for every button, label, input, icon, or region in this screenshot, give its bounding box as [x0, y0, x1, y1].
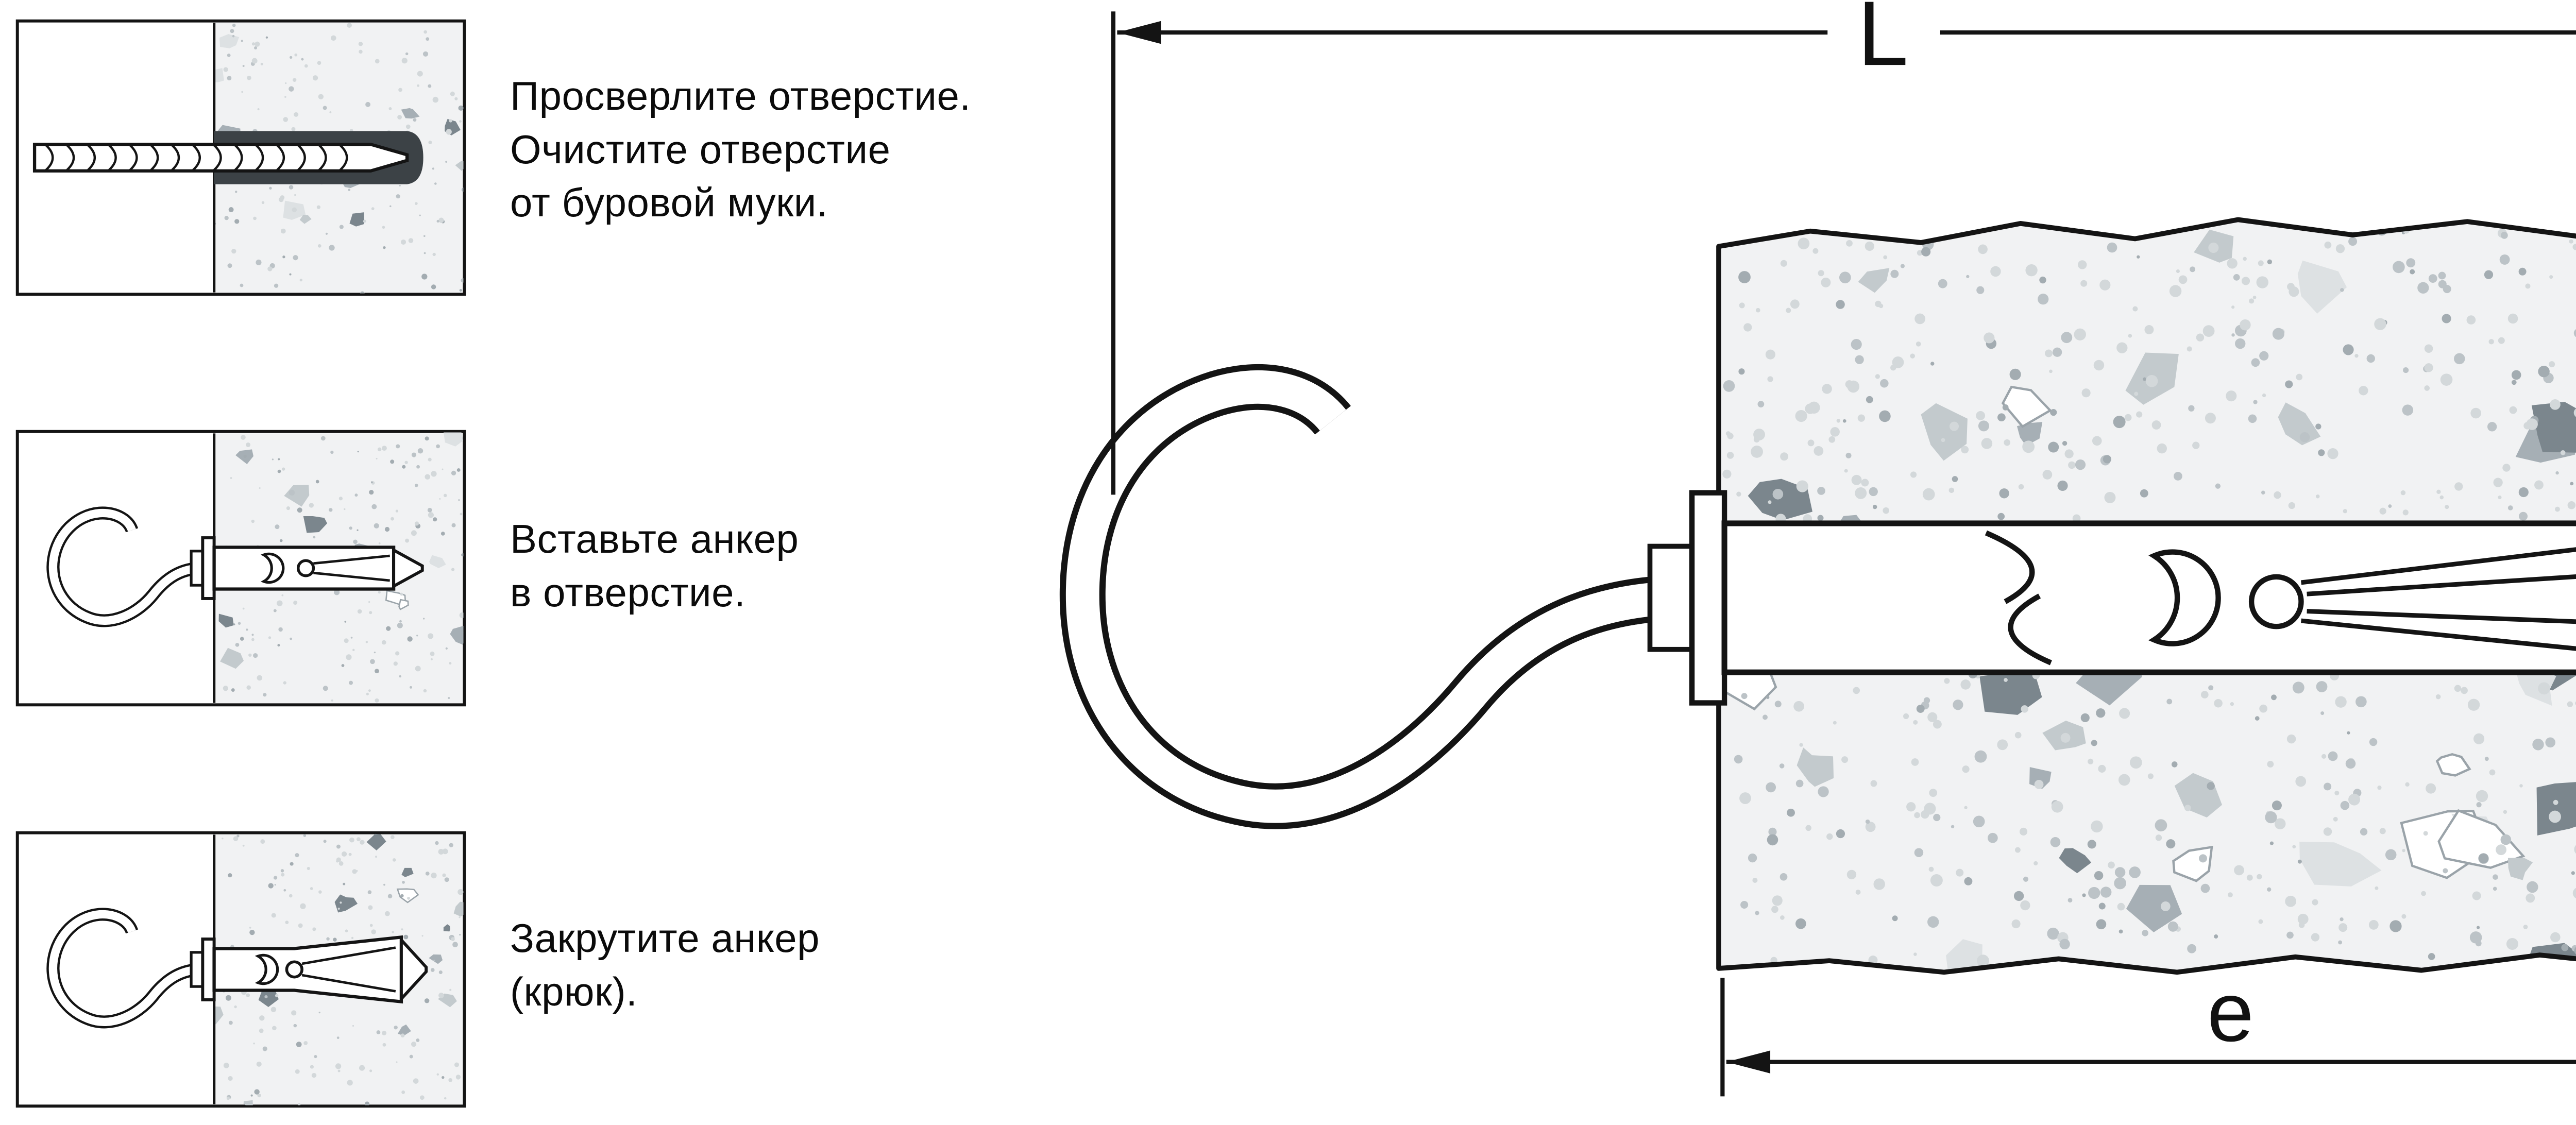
depth-label: e — [2207, 965, 2254, 1059]
arrowhead-left — [1726, 1050, 1771, 1073]
expansion-cone — [392, 547, 424, 589]
anchor-small-expanded — [190, 935, 428, 1004]
sleeve-crescent-cut — [255, 953, 279, 985]
wall-texture — [214, 833, 464, 1105]
sleeve-hole — [285, 960, 303, 979]
slot-line — [301, 974, 396, 993]
anchor-sleeve-expanded — [212, 935, 403, 1004]
slot-line — [2300, 547, 2576, 585]
anchor-sleeve — [212, 546, 396, 591]
drill-bit — [32, 131, 423, 184]
dimension-e: e — [1720, 965, 2576, 1097]
drill-flutes — [45, 144, 348, 171]
step-2-line-2: в отверстие. — [510, 569, 746, 615]
sleeve-cut-upper — [1985, 530, 2035, 604]
step-2-line-1: Вставьте анкер — [510, 516, 799, 561]
anchor-hub — [1647, 543, 1694, 652]
sleeve-hole — [2248, 574, 2304, 629]
sleeve-crescent-cut — [2148, 549, 2221, 646]
dimension-L: L — [1111, 0, 2576, 495]
sleeve-hole — [296, 559, 315, 577]
slot-line — [313, 571, 390, 582]
slot-line — [2301, 618, 2576, 651]
step-1-line-2: Очистите отверстие — [510, 126, 891, 172]
step-1-line-3: от буровой муки. — [510, 180, 828, 226]
anchor-sleeve — [1721, 520, 2576, 675]
anchor-hook-small — [46, 506, 203, 627]
step-1-figure — [15, 19, 466, 296]
step-3-line-1: Закрутите анкер — [510, 915, 820, 961]
concrete-outline — [1716, 217, 2576, 975]
length-label: L — [1857, 0, 1908, 84]
expansion-cone — [399, 936, 428, 1003]
step-1-line-1: Просверлите отверстие. — [510, 73, 971, 118]
anchor-body — [1647, 490, 2576, 706]
anchor-small — [190, 536, 424, 600]
arrowhead-left — [1117, 21, 1161, 44]
anchor-hook-small — [46, 908, 203, 1029]
slot-line — [301, 946, 396, 965]
step-1-text: Просверлите отверстие. Очистите отверсти… — [510, 70, 971, 230]
sleeve-cut-lower — [2008, 593, 2052, 666]
slot-line — [2307, 609, 2576, 624]
anchor-hook — [1059, 364, 1697, 829]
step-2-text: Вставьте анкер в отверстие. — [510, 513, 799, 619]
slot-line — [313, 554, 390, 565]
slot-line — [2307, 574, 2576, 596]
step-3-text: Закрутите анкер (крюк). — [510, 912, 820, 1018]
step-3-line-2: (крюк). — [510, 968, 638, 1014]
step-2-figure — [15, 430, 466, 707]
anchor-flange — [1689, 490, 1727, 706]
step-3-figure — [15, 831, 466, 1108]
sleeve-crescent-cut — [260, 552, 285, 584]
